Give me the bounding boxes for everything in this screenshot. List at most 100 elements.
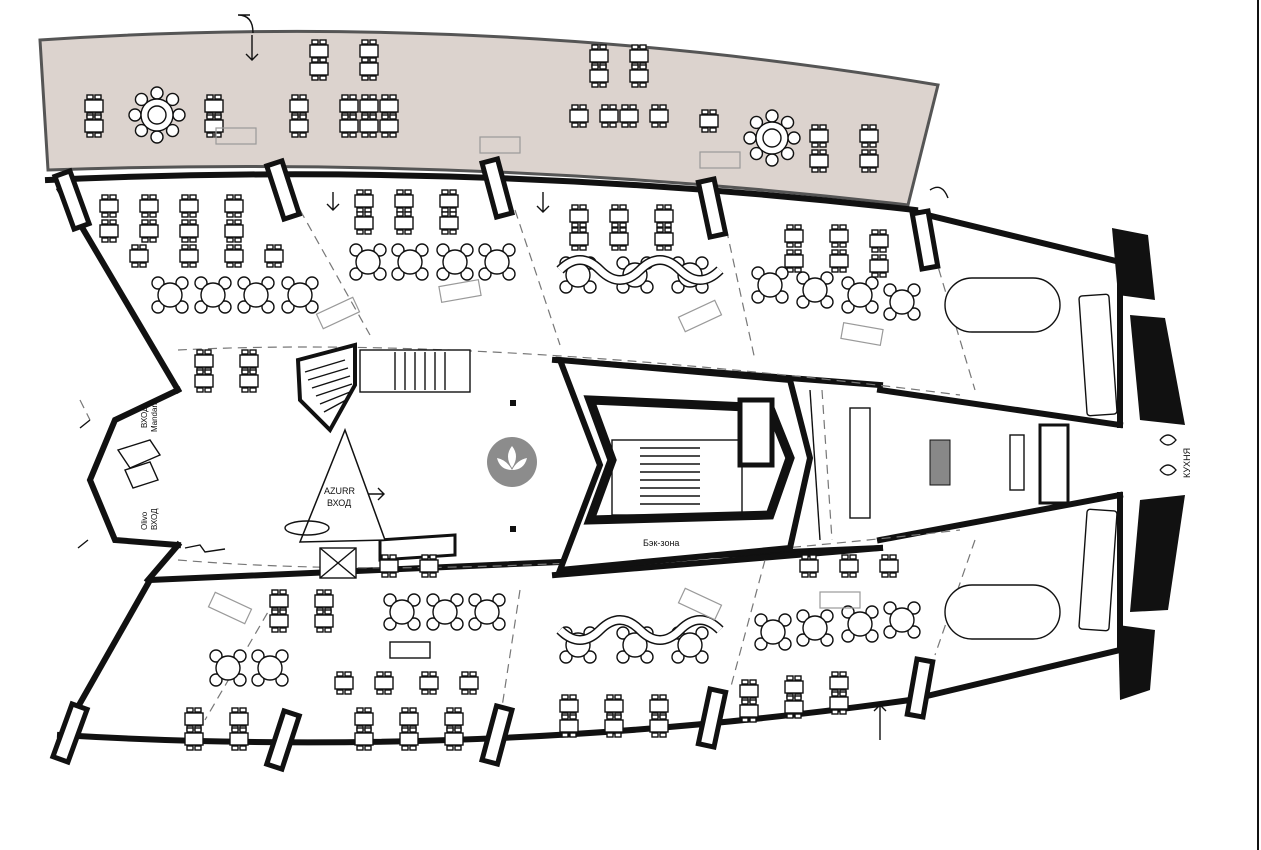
round-table bbox=[796, 271, 834, 309]
table-four-seat bbox=[184, 727, 204, 751]
azurr-entrance bbox=[284, 427, 387, 543]
table-four-seat bbox=[99, 219, 119, 243]
table-four-seat bbox=[379, 114, 399, 138]
table-four-seat bbox=[829, 249, 849, 273]
table-four-seat bbox=[129, 244, 149, 268]
table-four-seat bbox=[569, 104, 589, 128]
entrance-olivo-label: Olivo bbox=[140, 511, 149, 530]
dining-tables bbox=[84, 39, 899, 751]
table-four-seat bbox=[444, 707, 464, 731]
left-stairs bbox=[295, 342, 471, 579]
table-four-seat bbox=[339, 114, 359, 138]
table-four-seat bbox=[354, 211, 374, 235]
round-table bbox=[841, 276, 879, 314]
plan-labels: ВХОД Mandarin Olivo ВХОД AZURR ВХОД Бэк-… bbox=[140, 399, 1192, 548]
table-four-seat bbox=[444, 727, 464, 751]
table-four-seat bbox=[289, 114, 309, 138]
round-table bbox=[468, 593, 506, 631]
table-four-seat bbox=[194, 349, 214, 373]
table-four-seat bbox=[224, 194, 244, 218]
round-table bbox=[151, 276, 189, 314]
table-four-seat bbox=[99, 194, 119, 218]
table-four-seat bbox=[654, 204, 674, 228]
table-four-seat bbox=[439, 211, 459, 235]
round-table bbox=[754, 613, 792, 651]
bar-area bbox=[809, 389, 1070, 541]
table-four-seat bbox=[179, 244, 199, 268]
round-table bbox=[436, 243, 474, 281]
logo-lotus-icon bbox=[487, 400, 537, 532]
table-four-seat bbox=[224, 244, 244, 268]
table-four-seat bbox=[309, 57, 329, 81]
entrance-hall bbox=[77, 386, 226, 553]
table-four-seat bbox=[379, 554, 399, 578]
table-four-seat bbox=[269, 609, 289, 633]
terrace-zone bbox=[38, 29, 940, 207]
table-four-seat bbox=[314, 609, 334, 633]
table-four-seat bbox=[649, 104, 669, 128]
entrance-mandarin-sublabel: Mandarin bbox=[150, 399, 159, 432]
table-four-seat bbox=[394, 211, 414, 235]
table-four-seat bbox=[629, 64, 649, 88]
table-four-seat bbox=[649, 714, 669, 738]
table-four-seat bbox=[739, 679, 759, 703]
table-four-seat bbox=[784, 224, 804, 248]
table-four-seat bbox=[784, 675, 804, 699]
table-four-seat bbox=[649, 694, 669, 718]
table-four-seat bbox=[399, 707, 419, 731]
table-four-seat bbox=[569, 204, 589, 228]
curved-sofas bbox=[556, 255, 724, 645]
table-four-seat bbox=[139, 219, 159, 243]
table-four-seat bbox=[184, 707, 204, 731]
round-table bbox=[426, 593, 464, 631]
table-four-seat bbox=[439, 189, 459, 213]
oval-tables bbox=[944, 277, 1118, 640]
table-four-seat bbox=[654, 227, 674, 251]
table-four-seat bbox=[229, 727, 249, 751]
table-four-seat bbox=[314, 589, 334, 613]
table-four-seat bbox=[334, 671, 354, 695]
table-four-seat bbox=[809, 124, 829, 148]
table-four-seat bbox=[559, 714, 579, 738]
table-four-seat bbox=[609, 227, 629, 251]
table-four-seat bbox=[354, 189, 374, 213]
round-table bbox=[796, 609, 834, 647]
table-four-seat bbox=[374, 671, 394, 695]
table-four-seat bbox=[239, 369, 259, 393]
table-four-seat bbox=[419, 671, 439, 695]
round-tables bbox=[128, 86, 921, 687]
table-four-seat bbox=[859, 149, 879, 173]
table-four-seat bbox=[569, 227, 589, 251]
table-four-seat bbox=[829, 224, 849, 248]
table-four-seat bbox=[459, 671, 479, 695]
table-four-seat bbox=[599, 104, 619, 128]
table-four-seat bbox=[609, 204, 629, 228]
round-table bbox=[281, 276, 319, 314]
table-four-seat bbox=[84, 114, 104, 138]
round-table bbox=[349, 243, 387, 281]
table-four-seat bbox=[419, 554, 439, 578]
table-four-seat bbox=[879, 554, 899, 578]
round-table bbox=[251, 649, 289, 687]
table-four-seat bbox=[239, 349, 259, 373]
table-four-seat bbox=[179, 194, 199, 218]
entrance-olivo-sublabel: ВХОД bbox=[150, 508, 159, 530]
round-table bbox=[841, 605, 879, 643]
table-four-seat bbox=[229, 707, 249, 731]
table-four-seat bbox=[869, 229, 889, 253]
table-four-seat bbox=[859, 124, 879, 148]
table-four-seat bbox=[139, 194, 159, 218]
azurr-entrance-label: ВХОД bbox=[327, 498, 351, 508]
table-four-seat bbox=[604, 694, 624, 718]
round-table bbox=[194, 276, 232, 314]
round-table bbox=[883, 601, 921, 639]
back-zone-label: Бэк-зона bbox=[643, 538, 679, 548]
round-table bbox=[237, 276, 275, 314]
table-four-seat bbox=[559, 694, 579, 718]
azurr-label: AZURR bbox=[324, 486, 355, 496]
table-four-seat bbox=[399, 727, 419, 751]
round-table bbox=[883, 283, 921, 321]
service-carts bbox=[207, 127, 884, 659]
table-four-seat bbox=[604, 714, 624, 738]
